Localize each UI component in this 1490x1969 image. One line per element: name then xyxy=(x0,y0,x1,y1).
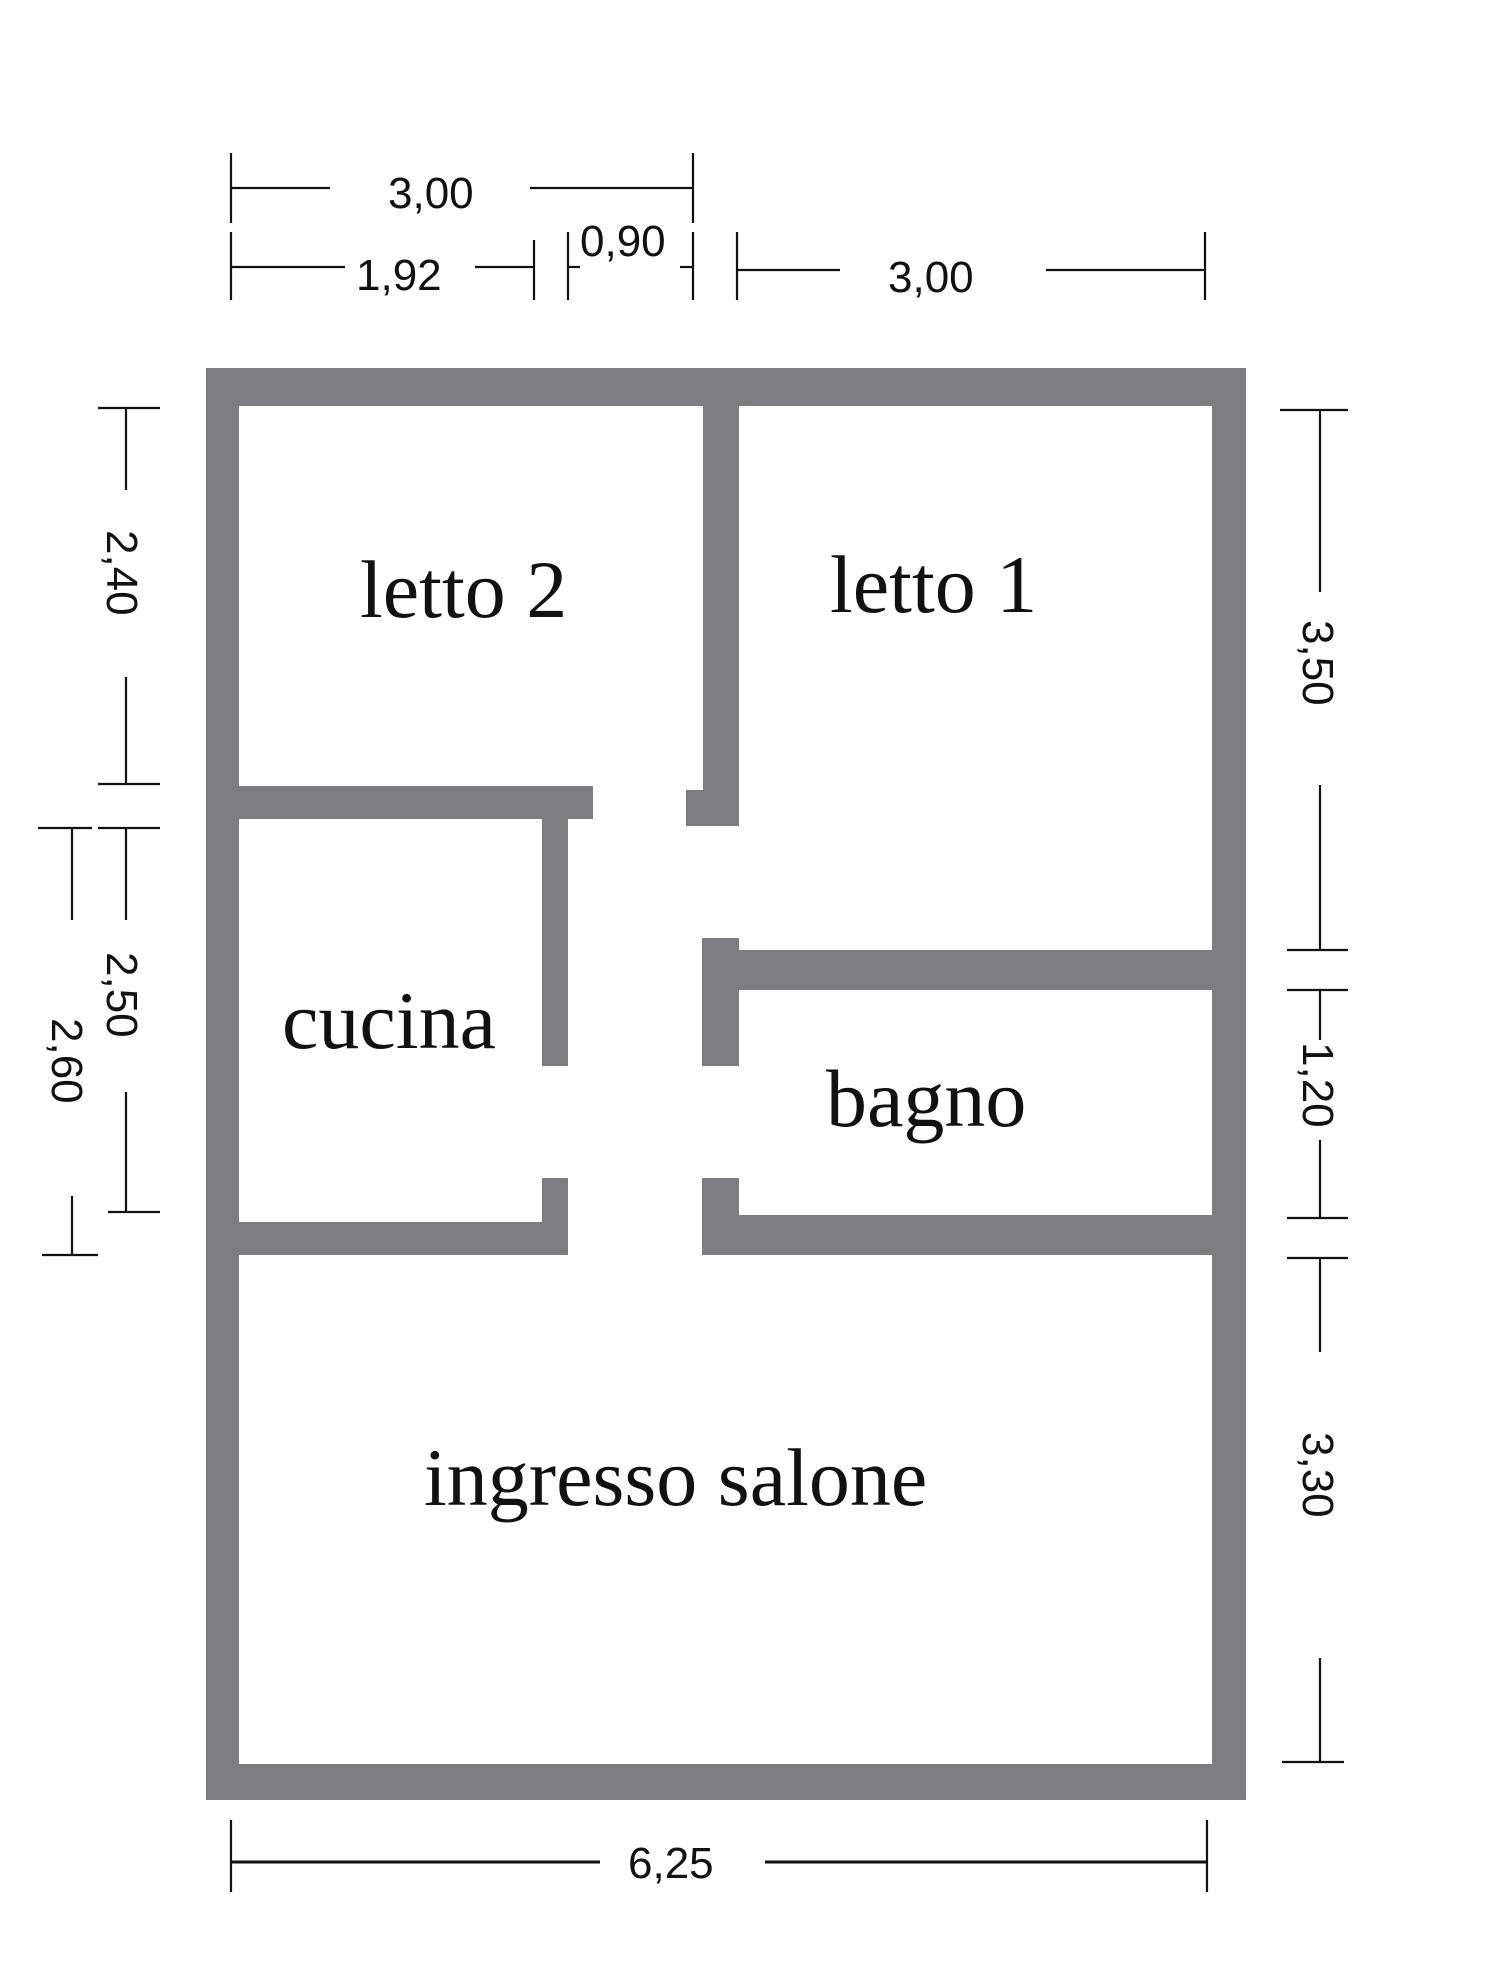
dim-label-left-outer: 2,60 xyxy=(42,1018,91,1104)
dimension-left-mid: 2,50 xyxy=(97,826,160,1214)
wall-letto-divider xyxy=(703,406,739,826)
room-label-cucina: cucina xyxy=(282,975,496,1066)
dimension-left-outer: 2,60 xyxy=(38,826,98,1257)
outer-wall-right xyxy=(1212,368,1246,1800)
wall-letto2-bottom xyxy=(239,786,593,819)
dim-label-top-left: 1,92 xyxy=(356,251,442,300)
dim-label-top-door: 0,90 xyxy=(580,217,666,266)
outer-wall-bottom xyxy=(206,1764,1246,1800)
dim-label-left-mid: 2,50 xyxy=(97,952,146,1038)
room-label-salone: ingresso salone xyxy=(424,1432,927,1523)
dimension-right-mid: 1,20 xyxy=(1287,988,1348,1220)
dimension-left-upper: 2,40 xyxy=(97,406,160,786)
walls xyxy=(206,368,1246,1800)
dim-label-top-right: 3,00 xyxy=(888,253,974,302)
wall-letto-divider-stub xyxy=(686,790,739,826)
dimension-bottom-width: 6,25 xyxy=(229,1820,1209,1892)
wall-cucina-right-upper xyxy=(542,786,568,1066)
wall-letto1-bottom xyxy=(702,950,1212,990)
wall-bagno-bottom xyxy=(702,1215,1212,1255)
outer-wall-top xyxy=(206,368,1246,406)
outer-wall-left xyxy=(206,368,239,1800)
room-label-letto1: letto 1 xyxy=(830,539,1037,630)
dim-label-right-lower: 3,30 xyxy=(1293,1432,1342,1518)
dim-label-top-span: 3,00 xyxy=(388,169,474,218)
room-label-bagno: bagno xyxy=(826,1053,1026,1144)
dim-label-right-mid: 1,20 xyxy=(1293,1042,1342,1128)
dimension-right-upper: 3,50 xyxy=(1280,408,1348,952)
dimension-top-span: 3,00 xyxy=(229,153,695,223)
dim-label-right-upper: 3,50 xyxy=(1293,620,1342,706)
room-label-letto2: letto 2 xyxy=(360,544,567,635)
dimension-top-row: 1,92 0,90 3,00 xyxy=(229,217,1207,302)
dim-label-left-upper: 2,40 xyxy=(97,530,146,616)
dim-label-bottom-width: 6,25 xyxy=(628,1839,714,1888)
wall-cucina-bottom xyxy=(239,1222,568,1255)
dimension-right-lower: 3,30 xyxy=(1282,1256,1348,1764)
